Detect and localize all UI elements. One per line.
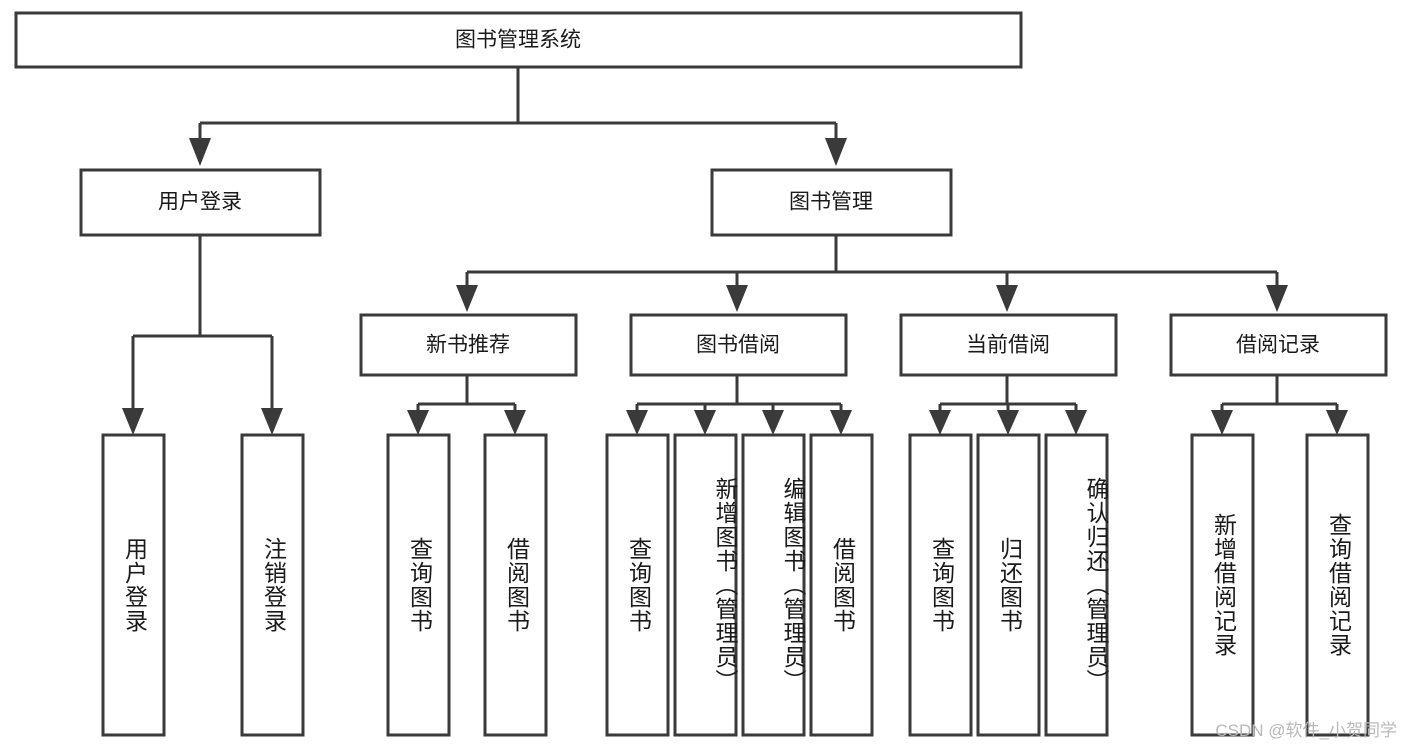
arrow-to-leaf-add-book bbox=[694, 410, 716, 435]
node-box-leaf-query-book-2[interactable] bbox=[605, 433, 670, 737]
arrow-to-leaf-edit-book bbox=[762, 410, 784, 435]
node-label-borrow-record: 借阅记录 bbox=[1236, 334, 1320, 357]
node-box-root[interactable] bbox=[14, 11, 1023, 69]
node-label-current-borrow: 当前借阅 bbox=[966, 334, 1050, 357]
node-label-new-book-rec: 新书推荐 bbox=[426, 334, 510, 357]
arrow-to-leaf-query-book-2 bbox=[626, 410, 648, 435]
node-label-book-borrow: 图书借阅 bbox=[696, 334, 780, 357]
arrow-to-leaf-confirm-return bbox=[1065, 410, 1087, 435]
arrow-to-new-book-rec bbox=[456, 285, 478, 312]
connector-group-book-borrow bbox=[626, 375, 852, 435]
node-box-leaf-confirm-return[interactable] bbox=[1044, 433, 1109, 737]
connector-group-user-login bbox=[122, 235, 283, 435]
node-box-book-borrow[interactable] bbox=[629, 313, 848, 377]
node-box-leaf-borrow-book-1[interactable] bbox=[483, 433, 548, 737]
csdn-watermark: CSDN @软件_小贺同学 bbox=[1215, 721, 1397, 740]
node-label-root: 图书管理系统 bbox=[455, 29, 581, 52]
arrow-to-leaf-borrow-book-2 bbox=[830, 410, 852, 435]
node-box-borrow-record[interactable] bbox=[1169, 313, 1388, 377]
connector-group-borrow-record bbox=[1211, 375, 1348, 435]
node-box-leaf-add-record[interactable] bbox=[1190, 433, 1255, 737]
arrow-to-book-borrow bbox=[726, 285, 748, 312]
arrow-to-leaf-query-book-3 bbox=[929, 410, 951, 435]
node-label-book-manage: 图书管理 bbox=[789, 191, 873, 214]
arrow-to-leaf-logout bbox=[261, 408, 283, 435]
arrow-to-leaf-query-book-1 bbox=[407, 410, 429, 435]
node-box-current-borrow[interactable] bbox=[899, 313, 1118, 377]
node-box-leaf-add-book[interactable] bbox=[673, 433, 738, 737]
connector-group-root bbox=[189, 67, 847, 166]
node-label-user-login: 用户登录 bbox=[158, 191, 242, 214]
arrow-to-leaf-borrow-book-1 bbox=[504, 410, 526, 435]
node-box-leaf-return-book[interactable] bbox=[976, 433, 1041, 737]
node-box-book-manage[interactable] bbox=[710, 168, 953, 237]
node-box-user-login[interactable] bbox=[79, 168, 322, 237]
arrow-to-current-borrow bbox=[996, 285, 1018, 312]
node-box-new-book-rec[interactable] bbox=[359, 313, 578, 377]
arrow-to-user-login bbox=[189, 138, 211, 166]
arrow-to-leaf-return-book bbox=[997, 410, 1019, 435]
node-box-leaf-query-record[interactable] bbox=[1305, 433, 1370, 737]
arrow-to-leaf-query-record bbox=[1326, 410, 1348, 435]
connector-group-book-manage bbox=[456, 233, 1288, 312]
connector-group-current-borrow bbox=[929, 375, 1087, 435]
arrow-to-book-manage bbox=[825, 138, 847, 166]
node-box-leaf-query-book-3[interactable] bbox=[908, 433, 973, 737]
arrow-to-leaf-user-login bbox=[122, 408, 144, 435]
node-box-leaf-borrow-book-2[interactable] bbox=[809, 433, 874, 737]
node-box-leaf-query-book-1[interactable] bbox=[386, 433, 451, 737]
node-box-leaf-edit-book[interactable] bbox=[741, 433, 806, 737]
node-box-leaf-logout[interactable] bbox=[240, 433, 305, 737]
arrow-to-leaf-add-record bbox=[1211, 410, 1233, 435]
arrow-to-borrow-record bbox=[1266, 285, 1288, 312]
node-box-leaf-user-login[interactable] bbox=[101, 433, 166, 737]
connector-group-new-book-rec bbox=[407, 375, 526, 435]
